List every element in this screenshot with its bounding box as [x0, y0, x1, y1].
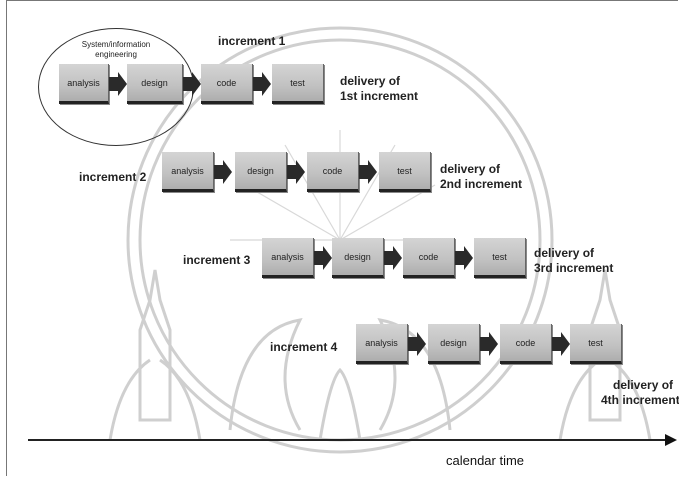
increment-4-delivery: delivery of 4th increment [601, 378, 679, 408]
increment-2-test-box: test [379, 152, 431, 192]
increment-3-arrow-2 [384, 246, 402, 270]
increment-1-code-box: code [201, 64, 253, 104]
system-engineering-label: System/information engineering [67, 40, 165, 60]
increment-4-test-box: test [570, 324, 622, 364]
increment-3-analysis-box: analysis [262, 238, 314, 278]
increment-4-arrow-1 [408, 332, 426, 356]
increment-4-analysis-box: analysis [356, 324, 408, 364]
increment-4-design-box: design [428, 324, 480, 364]
increment-2-arrow-3 [359, 160, 377, 184]
increment-4-code-box: code [500, 324, 552, 364]
increment-2-label: increment 2 [79, 170, 146, 184]
increment-4-delivery-line1: delivery of [601, 378, 679, 393]
increment-4-label: increment 4 [270, 340, 337, 354]
increment-1-delivery-line1: delivery of [340, 74, 418, 89]
increment-1-label: increment 1 [218, 34, 285, 48]
increment-3-delivery-line1: delivery of [534, 246, 613, 261]
increment-2-arrow-1 [214, 160, 232, 184]
increment-4-arrow-3 [552, 332, 570, 356]
increment-3-arrow-1 [314, 246, 332, 270]
increment-2-arrow-2 [287, 160, 305, 184]
calendar-time-label: calendar time [446, 453, 524, 468]
increment-3-design-box: design [332, 238, 384, 278]
increment-4-delivery-line2: 4th increment [601, 393, 679, 408]
increment-1-analysis-box: analysis [59, 64, 109, 104]
increment-1-delivery-line2: 1st increment [340, 89, 418, 104]
increment-2-delivery-line2: 2nd increment [440, 177, 522, 192]
increment-1-arrow-1 [109, 72, 127, 96]
increment-1-design-box: design [127, 64, 183, 104]
increment-1-arrow-3 [253, 72, 271, 96]
increment-3-label: increment 3 [183, 253, 250, 267]
increment-3-code-box: code [403, 238, 455, 278]
increment-3-delivery: delivery of 3rd increment [534, 246, 613, 276]
increment-3-delivery-line2: 3rd increment [534, 261, 613, 276]
increment-2-delivery: delivery of 2nd increment [440, 162, 522, 192]
increment-4-arrow-2 [480, 332, 498, 356]
increment-2-design-box: design [235, 152, 287, 192]
increment-2-analysis-box: analysis [162, 152, 214, 192]
increment-3-arrow-3 [455, 246, 473, 270]
increment-1-arrow-2 [183, 72, 201, 96]
increment-2-code-box: code [307, 152, 359, 192]
calendar-time-axis [28, 439, 673, 441]
increment-1-delivery: delivery of 1st increment [340, 74, 418, 104]
increment-2-delivery-line1: delivery of [440, 162, 522, 177]
increment-1-test-box: test [272, 64, 324, 104]
axis-arrowhead-icon [665, 434, 677, 446]
increment-3-test-box: test [474, 238, 526, 278]
